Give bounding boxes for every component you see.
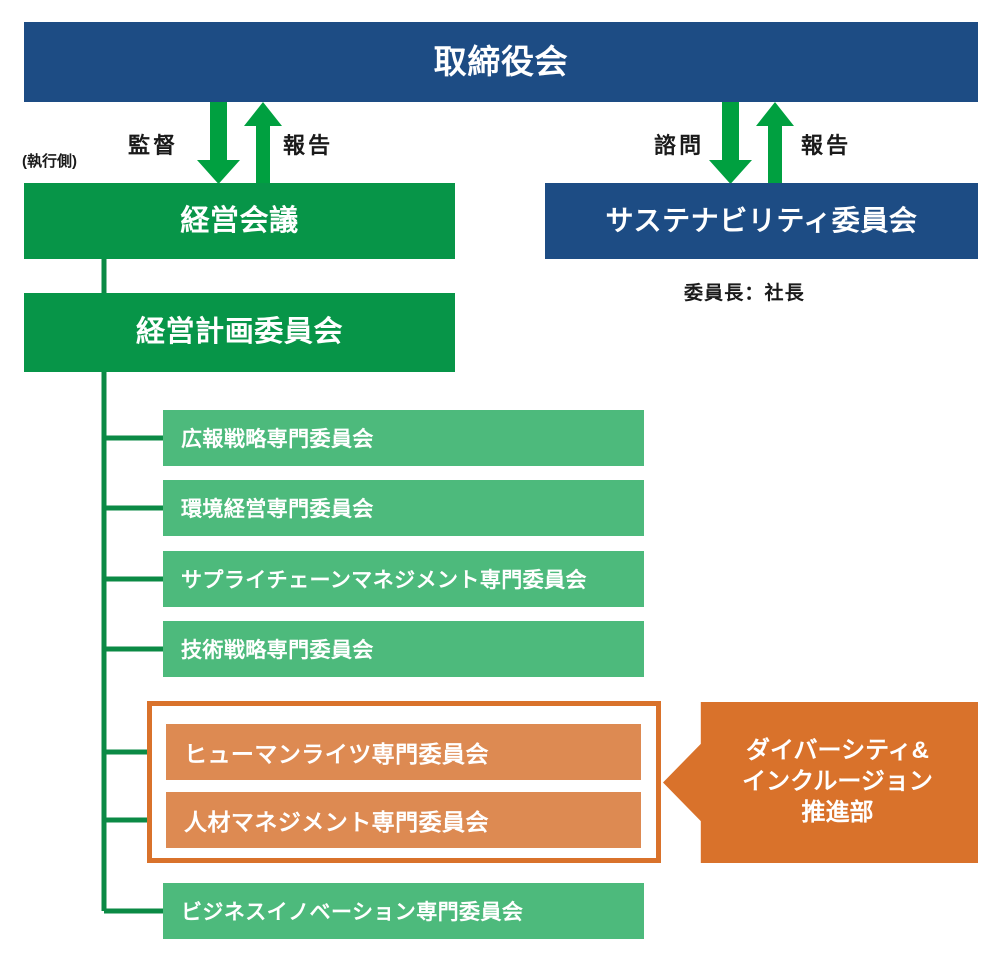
diversity-inclusion-department-callout: ダイバーシティ& インクルージョン 推進部: [663, 702, 978, 863]
consult-arrow-down-icon: [709, 102, 752, 184]
subcommittee-label-7: ビジネスイノベーション専門委員会: [181, 901, 524, 924]
subcommittee-box-7: ビジネスイノベーション専門委員会: [163, 883, 644, 939]
sustainability-committee-label: サステナビリティ委員会: [605, 205, 918, 237]
diversity-line-3: 推進部: [801, 798, 874, 826]
report-left-edge-label: 報告: [283, 133, 334, 158]
executive-side-note: (執行側): [22, 153, 77, 170]
management-plan-committee-box: 経営計画委員会: [24, 293, 455, 372]
management-meeting-label: 経営会議: [180, 204, 299, 237]
sustainability-committee-box: サステナビリティ委員会: [545, 183, 978, 259]
supervise-edge-label: 監督: [128, 133, 179, 158]
supervise-arrow-down-icon: [197, 102, 240, 184]
subcommittee-box-2: 環境経営専門委員会: [163, 480, 644, 536]
subcommittee-label-2: 環境経営専門委員会: [181, 498, 374, 521]
diversity-line-1: ダイバーシティ&: [746, 737, 929, 765]
consult-edge-label: 諮問: [654, 133, 705, 158]
subcommittee-box-6-highlighted: 人材マネジメント専門委員会: [166, 792, 641, 848]
board-of-directors-box: 取締役会: [24, 22, 978, 102]
sustainability-chair-label: 委員長：社長: [684, 283, 805, 304]
subcommittee-box-3: サプライチェーンマネジメント専門委員会: [163, 551, 644, 607]
management-plan-committee-label: 経営計画委員会: [135, 316, 344, 349]
subcommittee-label-6: 人材マネジメント専門委員会: [184, 809, 489, 835]
subcommittee-box-1: 広報戦略専門委員会: [163, 410, 644, 466]
subcommittee-label-1: 広報戦略専門委員会: [181, 428, 374, 451]
board-of-directors-label: 取締役会: [433, 43, 569, 81]
report-left-arrow-up-icon: [244, 102, 282, 184]
management-meeting-box: 経営会議: [24, 183, 455, 259]
report-right-arrow-up-icon: [756, 102, 794, 184]
subcommittee-label-5: ヒューマンライツ専門委員会: [184, 741, 489, 767]
subcommittee-box-4: 技術戦略専門委員会: [163, 621, 644, 677]
subcommittee-label-4: 技術戦略専門委員会: [181, 639, 374, 662]
diversity-line-2: インクルージョン: [742, 768, 933, 796]
subcommittee-label-3: サプライチェーンマネジメント専門委員会: [181, 569, 587, 592]
report-right-edge-label: 報告: [801, 133, 852, 158]
subcommittee-box-5-highlighted: ヒューマンライツ専門委員会: [166, 724, 641, 780]
